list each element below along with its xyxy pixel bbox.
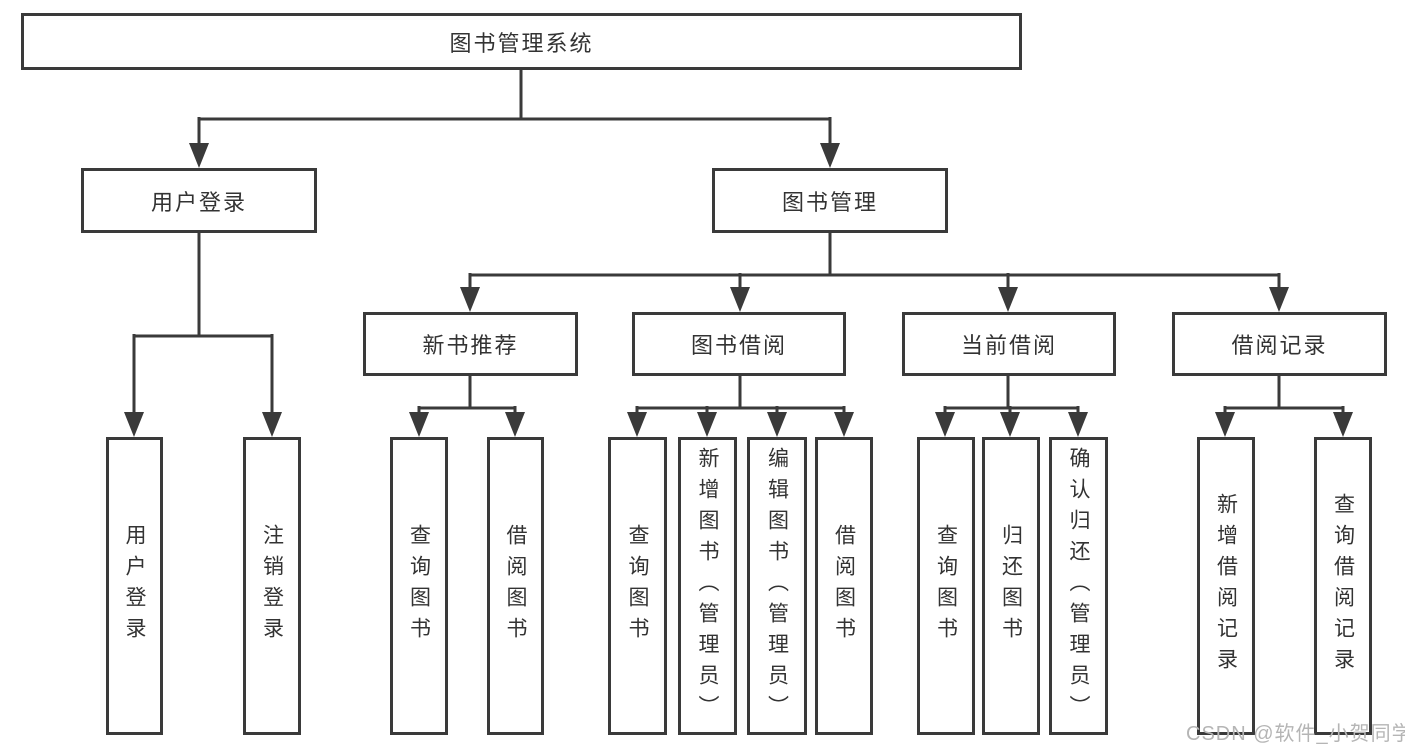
leaf-query-books-borrowing-label: 查询图书: [626, 524, 649, 648]
node-user-login-label: 用户登录: [150, 189, 247, 215]
arrow-down-icon: [409, 412, 429, 437]
node-user-login: 用户登录: [81, 168, 317, 233]
leaf-add-borrow-record-label: 新增借阅记录: [1214, 493, 1238, 679]
node-borrow-records-label: 借阅记录: [1231, 333, 1328, 358]
node-new-book-recommend: 新书推荐: [363, 312, 578, 376]
leaf-edit-books-admin-label: 编辑图书（管理员）: [765, 446, 789, 726]
leaf-edit-books-admin: 编辑图书（管理员）: [747, 437, 807, 735]
arrow-down-icon: [697, 412, 717, 437]
arrow-down-icon: [1333, 412, 1353, 437]
arrow-down-icon: [767, 412, 787, 437]
leaf-confirm-return-admin-label: 确认归还（管理员）: [1067, 446, 1090, 726]
arrow-down-icon: [1068, 412, 1088, 437]
leaf-user-login: 用户登录: [106, 437, 163, 735]
leaf-logout: 注销登录: [243, 437, 301, 735]
arrow-down-icon: [730, 287, 750, 312]
leaf-query-borrow-record: 查询借阅记录: [1314, 437, 1372, 735]
leaf-borrow-books-recommend: 借阅图书: [487, 437, 544, 735]
node-borrow-records: 借阅记录: [1172, 312, 1387, 376]
leaf-query-books-borrowing: 查询图书: [608, 437, 667, 735]
leaf-query-books-recommend-label: 查询图书: [407, 524, 431, 648]
arrow-down-icon: [998, 287, 1018, 312]
leaf-query-books-current-label: 查询图书: [934, 524, 958, 648]
leaf-return-books-label: 归还图书: [999, 524, 1023, 648]
node-book-borrowing: 图书借阅: [632, 312, 846, 376]
node-book-management: 图书管理: [712, 168, 948, 233]
leaf-logout-label: 注销登录: [260, 524, 284, 648]
leaf-add-borrow-record: 新增借阅记录: [1197, 437, 1255, 735]
arrow-down-icon: [505, 412, 525, 437]
arrow-down-icon: [1269, 287, 1289, 312]
leaf-add-books-admin-label: 新增图书（管理员）: [696, 446, 719, 726]
node-book-borrowing-label: 图书借阅: [690, 333, 787, 358]
arrow-down-icon: [1215, 412, 1235, 437]
arrow-down-icon: [834, 412, 854, 437]
leaf-borrow-books-recommend-label: 借阅图书: [504, 524, 527, 648]
arrow-down-icon: [460, 287, 480, 312]
arrow-down-icon: [820, 143, 840, 168]
arrow-down-icon: [1000, 412, 1020, 437]
node-new-book-recommend-label: 新书推荐: [422, 333, 519, 358]
node-root-system-label: 图书管理系统: [449, 30, 594, 56]
node-root-system: 图书管理系统: [21, 13, 1022, 70]
leaf-user-login-label: 用户登录: [123, 524, 146, 648]
leaf-query-books-recommend: 查询图书: [390, 437, 448, 735]
arrow-down-icon: [124, 412, 144, 437]
arrow-down-icon: [189, 143, 209, 168]
arrow-down-icon: [935, 412, 955, 437]
leaf-confirm-return-admin: 确认归还（管理员）: [1049, 437, 1108, 735]
leaf-return-books: 归还图书: [982, 437, 1040, 735]
leaf-query-borrow-record-label: 查询借阅记录: [1331, 493, 1355, 679]
leaf-borrow-books-borrowing: 借阅图书: [815, 437, 873, 735]
node-current-borrowing-label: 当前借阅: [960, 333, 1057, 358]
node-book-management-label: 图书管理: [781, 189, 878, 215]
arrowheads-group: [124, 143, 1353, 437]
leaf-add-books-admin: 新增图书（管理员）: [678, 437, 737, 735]
leaf-borrow-books-borrowing-label: 借阅图书: [832, 524, 856, 648]
arrow-down-icon: [627, 412, 647, 437]
csdn-watermark: CSDN @软件_小贺同学: [1186, 723, 1405, 745]
arrow-down-icon: [262, 412, 282, 437]
node-current-borrowing: 当前借阅: [902, 312, 1116, 376]
leaf-query-books-current: 查询图书: [917, 437, 975, 735]
